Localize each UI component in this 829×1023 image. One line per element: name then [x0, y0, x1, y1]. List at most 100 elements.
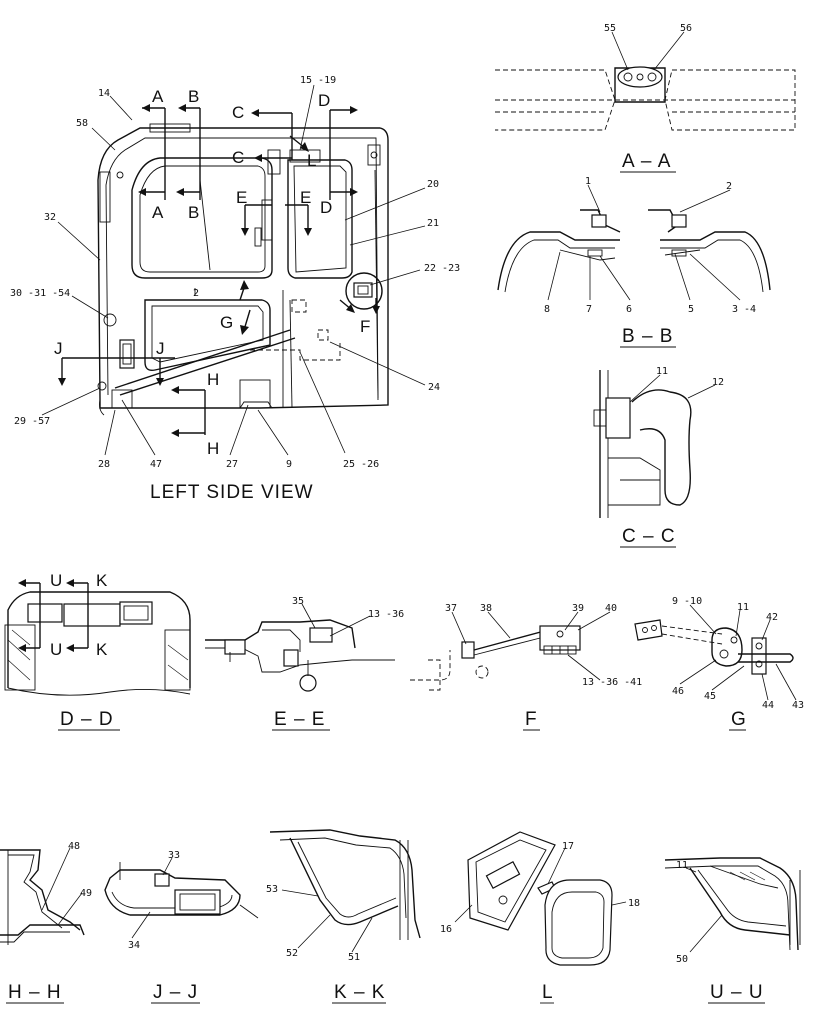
arrow-label-c: C — [232, 103, 244, 122]
arrow-label-j: J — [54, 339, 63, 358]
callout-jj-34: 34 — [128, 940, 140, 951]
callout-15-19: 15 -19 — [300, 75, 336, 86]
callout-ee-13-36: 13 -36 — [368, 609, 404, 620]
arrow-label-d: D — [318, 91, 330, 110]
view-f: 37 38 39 40 13 -36 -41 F — [410, 603, 642, 731]
view-title-a-a: A – A — [622, 151, 671, 172]
arrow-label-u2: U — [50, 640, 62, 659]
view-title-k-k: K – K — [334, 982, 385, 1003]
callout-cc-12: 12 — [712, 377, 724, 388]
callout-uu-50: 50 — [676, 954, 688, 965]
view-j-j: 33 34 J – J — [104, 850, 259, 1004]
callout-ee-35: 35 — [292, 596, 304, 607]
callout-9: 9 — [286, 459, 292, 470]
view-u-u: 11 50 U – U — [664, 857, 801, 1004]
left-side-view: A A B B C C D D E E L F G H H J J — [10, 75, 460, 503]
arrow-label-d2: D — [320, 198, 332, 217]
callout-bb-7: 7 — [586, 304, 592, 315]
callout-g-43: 43 — [792, 700, 804, 711]
callout-20: 20 — [427, 179, 439, 190]
view-d-d: U K U K D – D — [4, 571, 191, 731]
callout-58: 58 — [76, 118, 88, 129]
view-k-k: 53 52 51 K – K — [266, 829, 421, 1004]
view-title-b-b: B – B — [622, 326, 673, 347]
arrow-label-a: A — [152, 87, 164, 106]
callout-kk-52: 52 — [286, 948, 298, 959]
section-arrows — [58, 104, 380, 437]
arrow-label-l: L — [307, 151, 316, 170]
view-l: 17 16 18 L — [440, 831, 640, 1004]
callout-hh-49: 49 — [80, 888, 92, 899]
callout-f-39: 39 — [572, 603, 584, 614]
view-h-h: 48 49 H – H — [0, 841, 92, 1004]
callout-2: 2 — [193, 288, 199, 299]
callout-l-16: 16 — [440, 924, 452, 935]
arrow-label-u: U — [50, 571, 62, 590]
view-title-u-u: U – U — [710, 982, 764, 1003]
callout-bb-1: 1 — [585, 176, 591, 187]
callout-56: 56 — [680, 23, 692, 34]
callout-27: 27 — [226, 459, 238, 470]
arrow-label-c2: C — [232, 148, 244, 167]
callout-29-57: 29 -57 — [14, 416, 50, 427]
arrow-label-e: E — [236, 188, 247, 207]
view-b-b: 1 2 8 7 6 5 3 -4 B – B — [497, 176, 771, 348]
callout-f-38: 38 — [480, 603, 492, 614]
callout-47: 47 — [150, 459, 162, 470]
arrow-label-e2: E — [300, 188, 311, 207]
callout-28: 28 — [98, 459, 110, 470]
view-g: 9 -10 11 42 46 45 44 43 G — [634, 596, 804, 731]
callout-jj-33: 33 — [168, 850, 180, 861]
callout-bb-2: 2 — [726, 181, 732, 192]
callout-g-11: 11 — [737, 602, 749, 613]
view-title-g: G — [731, 709, 747, 730]
view-title-l: L — [542, 982, 554, 1003]
callout-bb-8: 8 — [544, 304, 550, 315]
callout-14: 14 — [98, 88, 110, 99]
callout-g-44: 44 — [762, 700, 774, 711]
arrow-label-b2: B — [188, 203, 199, 222]
arrow-label-f: F — [360, 317, 370, 336]
callout-bb-6: 6 — [626, 304, 632, 315]
callout-g-45: 45 — [704, 691, 716, 702]
view-title-c-c: C – C — [622, 526, 676, 547]
callout-bb-5: 5 — [688, 304, 694, 315]
callout-bb-3-4: 3 -4 — [732, 304, 756, 315]
arrow-label-k: K — [96, 571, 108, 590]
callout-g-46: 46 — [672, 686, 684, 697]
callout-f-37: 37 — [445, 603, 457, 614]
arrow-label-j2: J — [156, 339, 165, 358]
arrow-label-g: G — [220, 313, 233, 332]
callout-cc-11: 11 — [656, 366, 668, 377]
callout-uu-11: 11 — [676, 860, 688, 871]
callout-l-17: 17 — [562, 841, 574, 852]
callout-25-26: 25 -26 — [343, 459, 379, 470]
callout-kk-51: 51 — [348, 952, 360, 963]
callout-kk-53: 53 — [266, 884, 278, 895]
view-title-h-h: H – H — [8, 982, 62, 1003]
view-e-e: 35 13 -36 E – E — [205, 596, 404, 731]
arrow-label-h: H — [207, 370, 219, 389]
callout-hh-48: 48 — [68, 841, 80, 852]
callout-32: 32 — [44, 212, 56, 223]
arrow-label-a2: A — [152, 203, 164, 222]
view-a-a: 55 56 A – A — [495, 23, 796, 173]
view-c-c: 11 12 C – C — [593, 366, 724, 548]
arrow-label-b: B — [188, 87, 199, 106]
callout-24: 24 — [428, 382, 440, 393]
callout-22-23: 22 -23 — [424, 263, 460, 274]
arrow-label-k2: K — [96, 640, 108, 659]
view-title-f: F — [525, 709, 538, 730]
callout-55: 55 — [604, 23, 616, 34]
view-title-j-j: J – J — [153, 982, 198, 1003]
callout-g-42: 42 — [766, 612, 778, 623]
left-view-leaders — [41, 84, 426, 456]
callout-l-18: 18 — [628, 898, 640, 909]
view-title-e-e: E – E — [274, 709, 325, 730]
callout-21: 21 — [427, 218, 439, 229]
left-side-view-title: LEFT SIDE VIEW — [150, 482, 314, 503]
view-title-d-d: D – D — [60, 709, 114, 730]
arrow-label-h2: H — [207, 439, 219, 458]
callout-30-31-54: 30 -31 -54 — [10, 288, 70, 299]
